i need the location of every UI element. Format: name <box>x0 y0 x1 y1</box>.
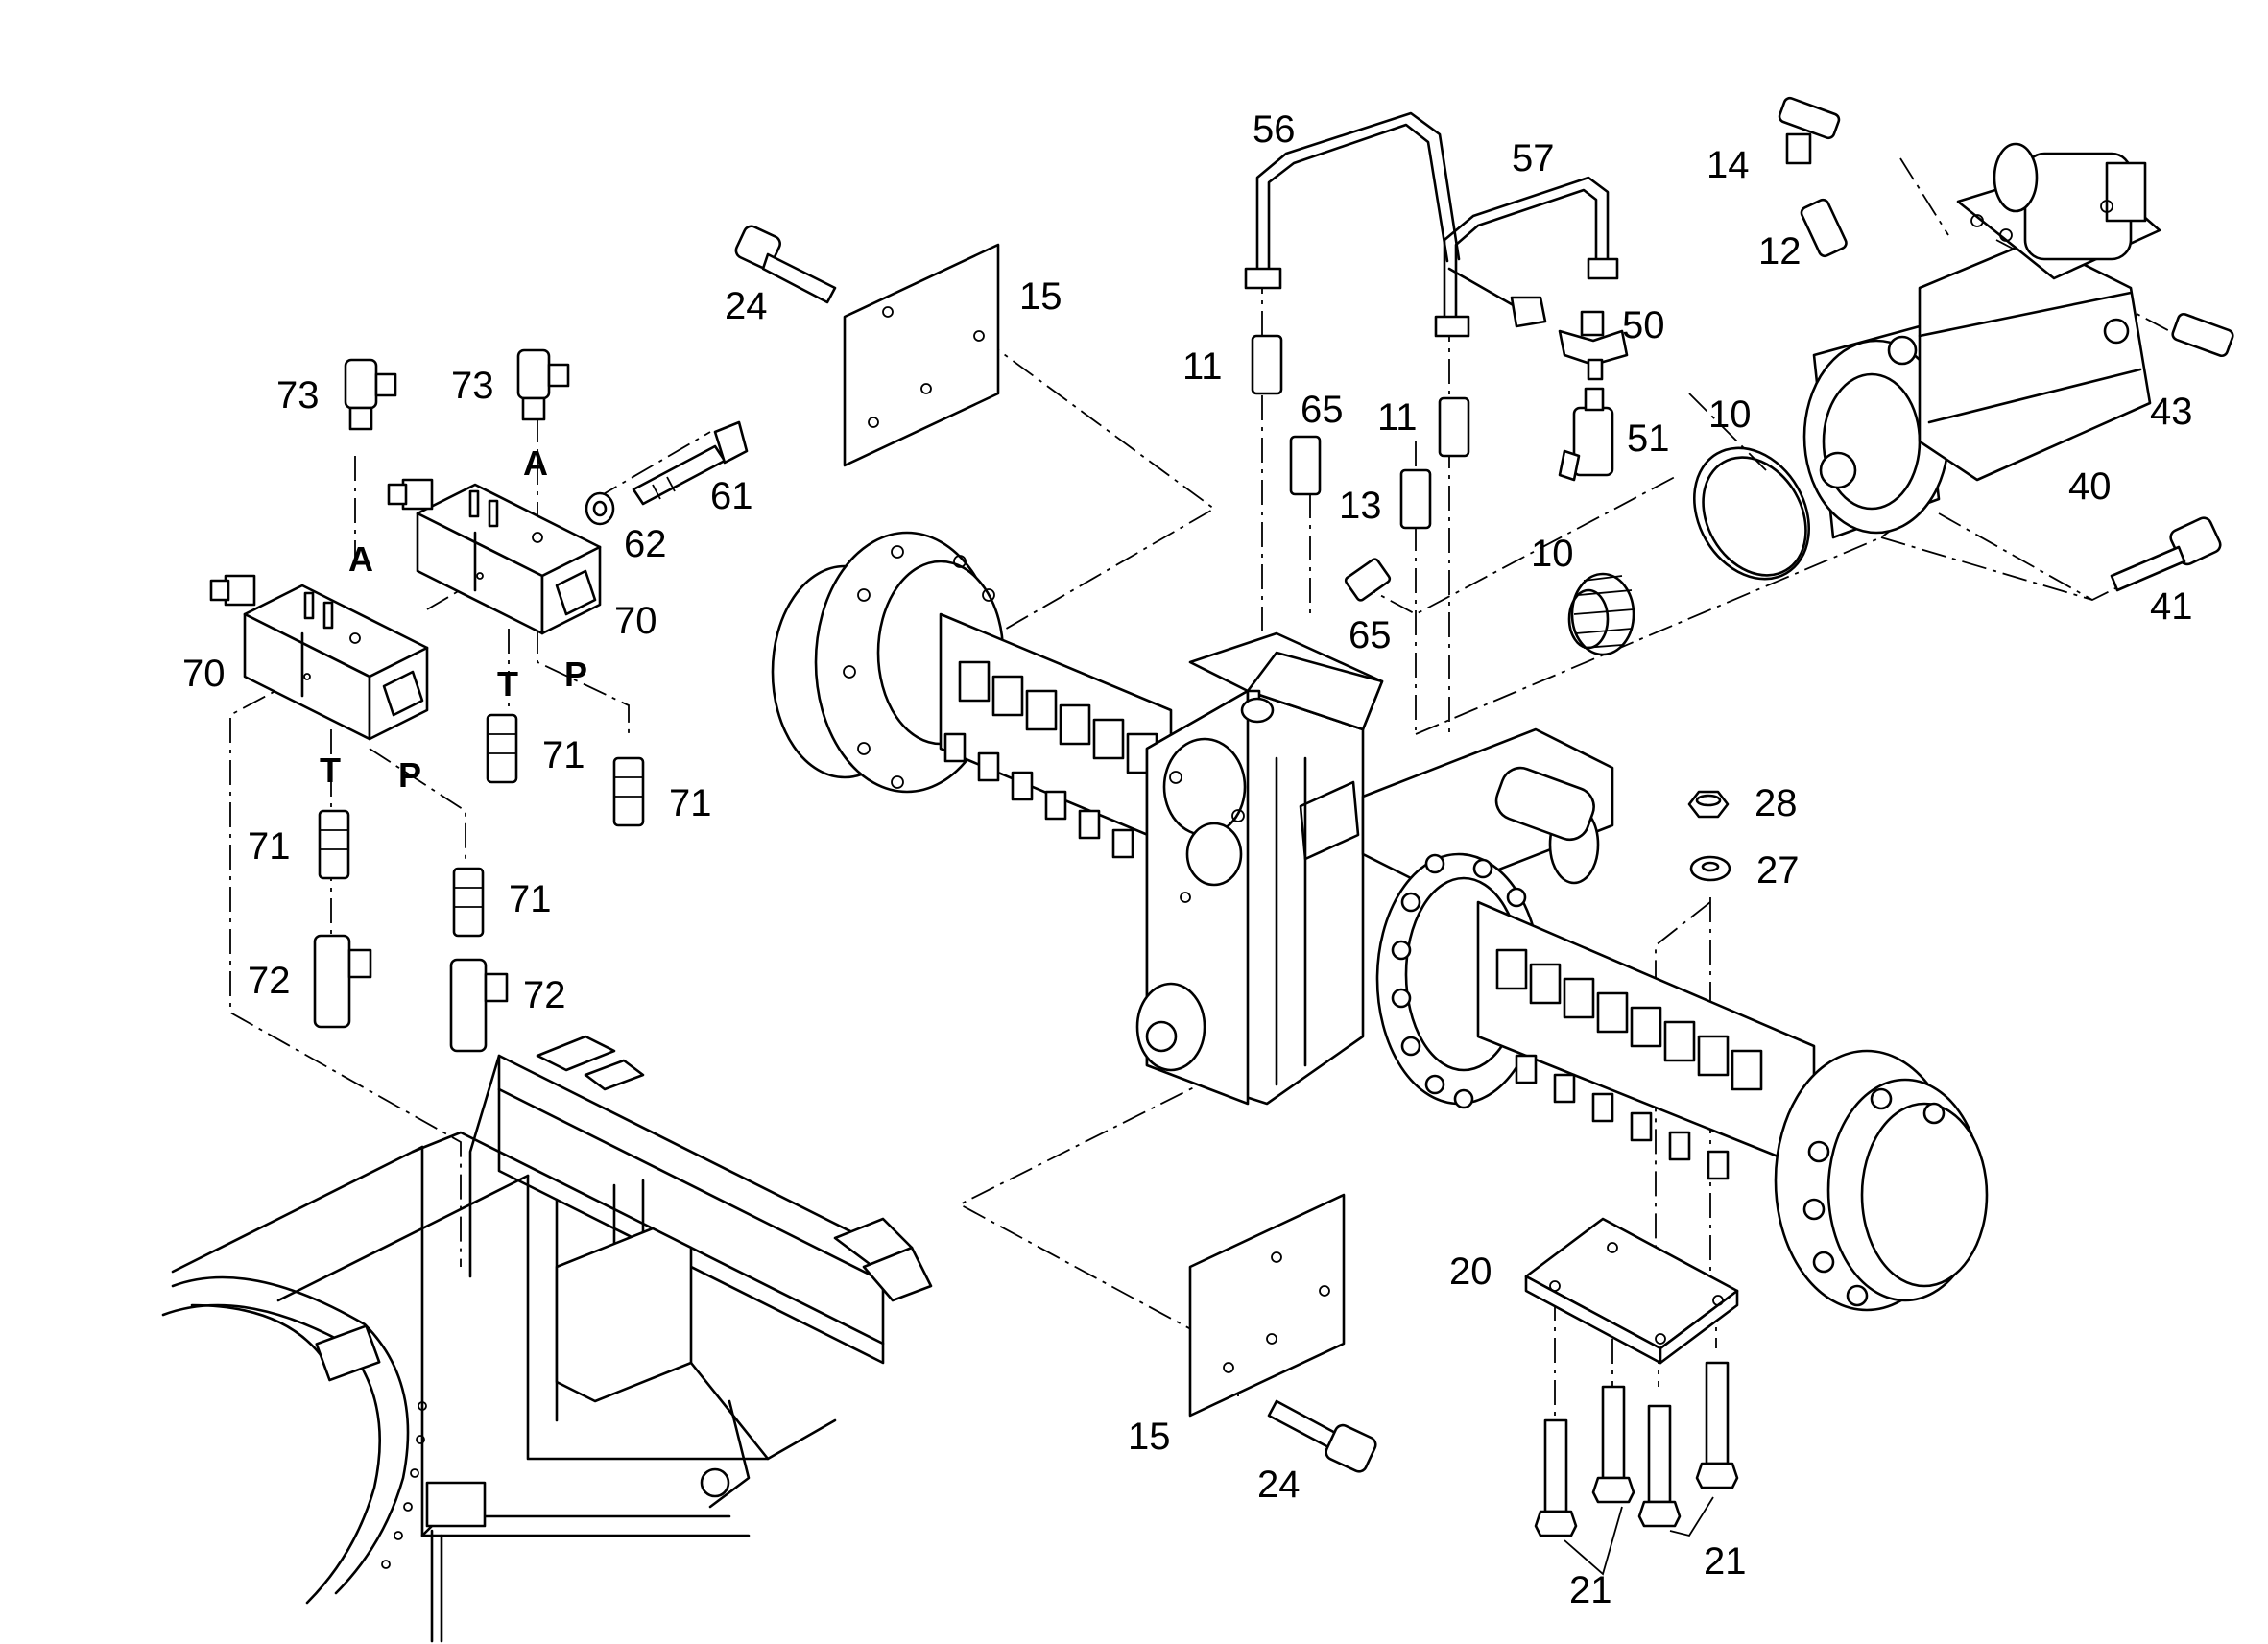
callout-20: 20 <box>1449 1251 1492 1293</box>
fitting-14 <box>1778 96 1841 165</box>
callout-21: 21 <box>1704 1540 1747 1583</box>
callout-62: 62 <box>624 523 667 565</box>
callout-65: 65 <box>1301 389 1344 431</box>
callout-15: 15 <box>1019 275 1062 318</box>
callout-43: 43 <box>2150 391 2193 433</box>
callout-a: A <box>348 539 373 579</box>
pipe-57-elbow <box>1447 267 1547 328</box>
o-ring-10 <box>1692 446 1811 581</box>
fitting-12 <box>1800 198 1848 258</box>
callout-71: 71 <box>669 782 712 824</box>
callout-13: 13 <box>1339 485 1382 527</box>
washer-62 <box>585 491 615 526</box>
callout-12: 12 <box>1758 230 1802 273</box>
bolt-41 <box>2110 516 2222 592</box>
washer-27 <box>1689 855 1731 882</box>
callout-21: 21 <box>1569 1569 1612 1611</box>
callout-57: 57 <box>1512 137 1555 179</box>
callout-73: 73 <box>451 365 494 407</box>
callout-p: P <box>398 755 421 795</box>
callout-24: 24 <box>725 285 768 327</box>
callout-70: 70 <box>614 600 657 642</box>
callout-71: 71 <box>542 734 585 776</box>
bolt-24-bottom <box>1267 1399 1377 1473</box>
tee-72-right <box>449 958 509 1053</box>
callout-10: 10 <box>1531 533 1574 575</box>
callout-73: 73 <box>276 374 320 417</box>
callout-10: 10 <box>1708 393 1752 436</box>
right-cooling-fins <box>1495 948 1763 1180</box>
gear-10 <box>1567 572 1635 656</box>
callout-71: 71 <box>248 825 291 868</box>
nut-28 <box>1687 790 1730 819</box>
pipe-57 <box>1434 176 1619 338</box>
fitting-43 <box>2171 312 2234 358</box>
callout-70: 70 <box>182 653 226 695</box>
motor-40 <box>1802 142 2161 539</box>
plate-15-bottom <box>1188 1193 1346 1418</box>
callout-61: 61 <box>710 475 753 517</box>
fitting-73-left <box>344 358 397 431</box>
frame-bracket <box>161 1035 933 1643</box>
plate-15-top <box>843 243 1000 467</box>
callout-50: 50 <box>1622 304 1665 346</box>
callout-14: 14 <box>1707 144 1750 186</box>
tee-72-left <box>313 934 372 1029</box>
callout-15: 15 <box>1128 1416 1171 1458</box>
callout-11: 11 <box>1182 345 1223 388</box>
fittings-11-13-65 <box>1251 334 1470 602</box>
callout-65: 65 <box>1349 614 1392 656</box>
callout-t: T <box>320 751 341 790</box>
fitting-73-right <box>516 348 570 421</box>
callout-72: 72 <box>523 974 566 1016</box>
callout-72: 72 <box>248 960 291 1002</box>
callout-56: 56 <box>1253 108 1296 151</box>
bolt-61 <box>632 420 749 506</box>
plate-20 <box>1524 1217 1739 1365</box>
callout-11: 11 <box>1377 396 1418 439</box>
valve-70-left <box>209 574 429 741</box>
callout-p: P <box>564 655 587 694</box>
axle-assembly <box>771 531 1989 1312</box>
fitting-71-a <box>486 713 518 784</box>
callout-41: 41 <box>2150 585 2193 628</box>
bolt-24-top <box>734 225 837 304</box>
fitting-51 <box>1558 387 1614 482</box>
fitting-71-b <box>612 756 645 827</box>
callout-27: 27 <box>1756 849 1800 892</box>
callout-labels: 73 73 A A 70 70 62 61 T T P P 71 71 71 7… <box>182 108 2193 1611</box>
pipe-56 <box>1244 111 1461 290</box>
fitting-71-c <box>318 809 350 880</box>
callout-28: 28 <box>1755 782 1798 824</box>
callout-t: T <box>497 664 518 703</box>
callout-71: 71 <box>509 878 552 920</box>
callout-24: 24 <box>1257 1464 1301 1506</box>
left-cooling-fins <box>943 660 1158 859</box>
callout-a: A <box>523 443 548 483</box>
bolts-21 <box>1534 1361 1739 1537</box>
callout-40: 40 <box>2068 465 2112 508</box>
leader-lines-21 <box>1564 1496 1714 1576</box>
valve-70-right <box>387 478 602 635</box>
fitting-50 <box>1558 310 1629 381</box>
fitting-71-d <box>452 867 485 938</box>
callout-51: 51 <box>1627 417 1670 460</box>
